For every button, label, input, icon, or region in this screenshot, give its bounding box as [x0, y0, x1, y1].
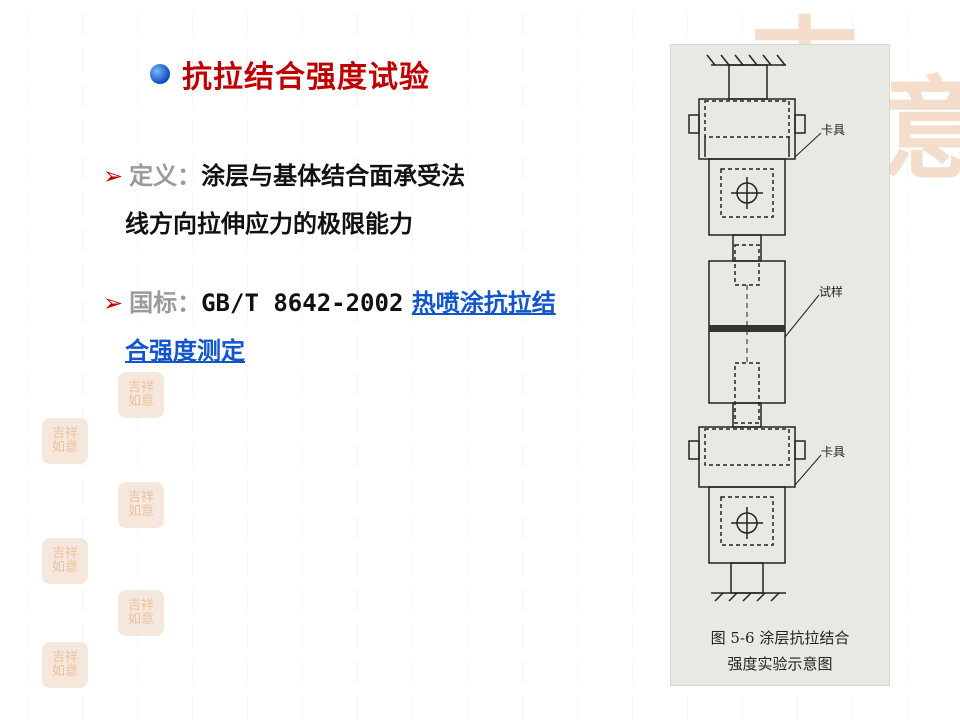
figure-caption-line2: 强度实验示意图: [727, 655, 833, 673]
seal-stamp: 吉祥如意: [118, 482, 164, 528]
seal-stamp: 吉祥如意: [118, 590, 164, 636]
seal-stamp: 吉祥如意: [42, 538, 88, 584]
seal-stamp: 吉祥如意: [42, 418, 88, 464]
definition-text-line1: 涂层与基体结合面承受法: [201, 162, 466, 190]
title-text: 抗拉结合强度试验: [182, 60, 430, 95]
definition-text-line2: 线方向拉伸应力的极限能力: [125, 210, 413, 238]
standard-code: GB/T 8642-2002: [201, 289, 404, 317]
arrow-bullet-icon: ➢: [103, 289, 124, 317]
slide-title: 抗拉结合强度试验: [150, 52, 430, 96]
bullet-dot-icon: [150, 64, 170, 84]
definition-label: 定义：: [129, 162, 202, 190]
definition-bullet: ➢定义：涂层与基体结合面承受法 线方向拉伸应力的极限能力: [103, 152, 663, 248]
standard-link[interactable]: 热喷涂抗拉结: [411, 289, 556, 317]
arrow-bullet-icon: ➢: [103, 162, 124, 190]
tensile-test-diagram: [688, 54, 822, 602]
figure-caption-line1: 图 5-6 涂层抗拉结合: [710, 629, 850, 647]
standard-bullet: ➢国标：GB/T 8642-2002 热喷涂抗拉结 合强度测定: [103, 279, 663, 375]
seal-stamp: 吉祥如意: [118, 372, 164, 418]
clamp-bottom-label: 卡具: [821, 445, 846, 459]
seal-stamp: 吉祥如意: [42, 642, 88, 688]
clamp-top-label: 卡具: [821, 123, 846, 137]
coating-layer: [709, 325, 785, 332]
specimen-label: 试样: [819, 285, 844, 299]
tensile-test-figure: 卡具 试样 卡具 图 5-6 涂层抗拉结合 强度实验示意图: [670, 44, 890, 686]
standard-link-continued[interactable]: 合强度测定: [125, 337, 245, 365]
standard-label: 国标：: [129, 289, 202, 317]
